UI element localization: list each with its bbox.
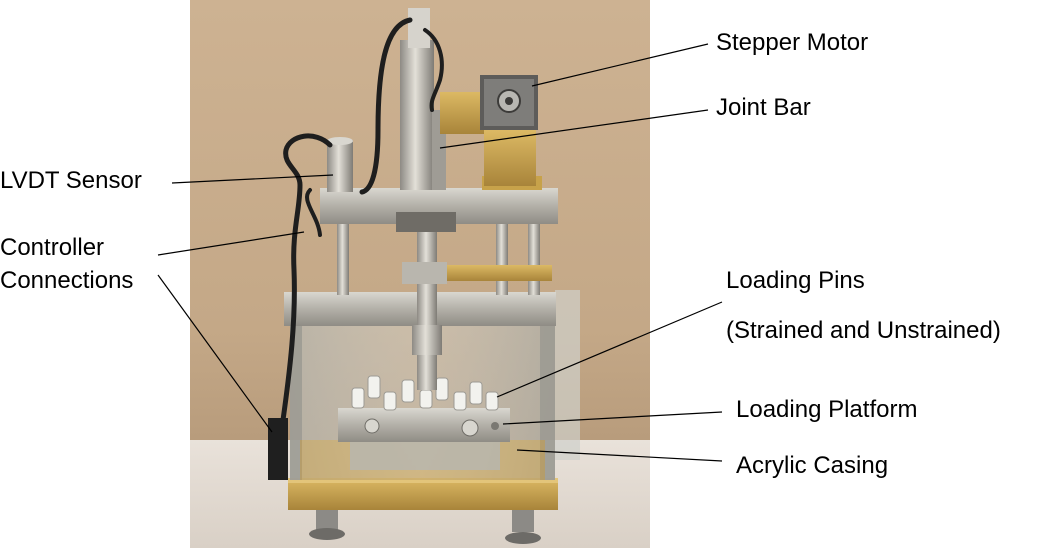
- controller-connections-label-line2: Connections: [0, 267, 134, 294]
- base-plate: [288, 478, 558, 510]
- main-column: [400, 8, 446, 190]
- loading-pins: [351, 375, 499, 411]
- middle-crossbar: [402, 262, 552, 284]
- lvdt-sensor-label: LVDT Sensor: [0, 167, 142, 194]
- acrylic-casing-label: Acrylic Casing: [736, 452, 889, 479]
- stepper-motor: [480, 75, 538, 130]
- cables: [280, 17, 444, 423]
- stepper-motor-label: Stepper Motor: [716, 29, 869, 56]
- loading-platform-label: Loading Platform: [736, 396, 918, 423]
- machine-feet: [309, 508, 541, 544]
- top-crosshead: [320, 176, 558, 232]
- joint-bar-label: Joint Bar: [716, 94, 811, 121]
- loading-pins-note: (Strained and Unstrained): [726, 317, 1001, 344]
- loading-pins-label: Loading Pins: [726, 267, 865, 294]
- controller-connector: [268, 418, 288, 480]
- loading-platform: [338, 408, 510, 470]
- controller-connections-label-line1: Controller: [0, 234, 105, 261]
